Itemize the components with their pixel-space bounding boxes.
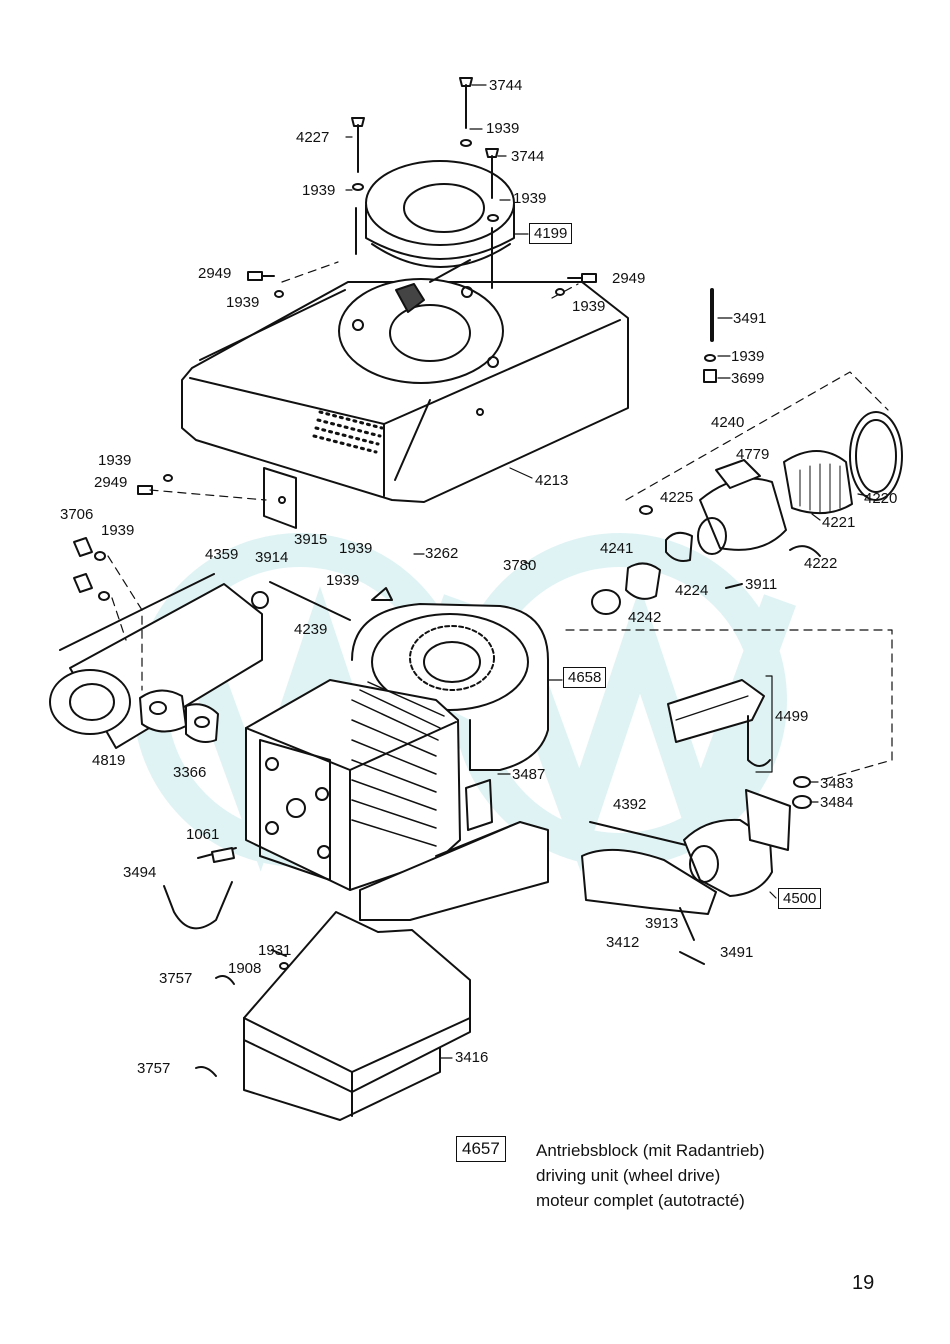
part-label-4242: 4242 xyxy=(628,609,662,626)
part-label-2949: 2949 xyxy=(198,265,232,282)
part-label-1939: 1939 xyxy=(101,522,135,539)
part-label-4213: 4213 xyxy=(535,472,569,489)
part-label-1939: 1939 xyxy=(302,182,336,199)
part-label-4221: 4221 xyxy=(822,514,856,531)
part-label-3491: 3491 xyxy=(733,310,767,327)
spark-plug-1061 xyxy=(163,847,237,930)
part-label-3494: 3494 xyxy=(123,864,157,881)
carburetor-4500 xyxy=(581,679,812,965)
part-label-4239: 4239 xyxy=(294,621,328,638)
part-label-3911: 3911 xyxy=(745,576,778,593)
muffler-4819 xyxy=(49,573,351,749)
part-label-3262: 3262 xyxy=(425,545,459,562)
air-filter-assembly-4240 xyxy=(591,288,903,615)
part-label-3366: 3366 xyxy=(173,764,207,781)
legend-line-french: moteur complet (autotracté) xyxy=(536,1191,745,1210)
part-label-3416: 3416 xyxy=(455,1049,489,1066)
legend-description: Antriebsblock (mit Radantrieb) driving u… xyxy=(536,1138,765,1213)
part-label-2949: 2949 xyxy=(612,270,646,287)
part-label-1939: 1939 xyxy=(486,120,520,137)
part-label-4199-boxed: 4199 xyxy=(529,223,573,244)
part-label-3491: 3491 xyxy=(720,944,754,961)
part-label-3744: 3744 xyxy=(489,77,523,94)
legend-code-box: 4657 xyxy=(456,1136,506,1162)
leader-lines xyxy=(345,84,869,1059)
part-label-3780: 3780 xyxy=(503,557,537,574)
rotary-screen-4199 xyxy=(365,160,515,313)
legend-line-english: driving unit (wheel drive) xyxy=(536,1166,721,1185)
part-label-3699: 3699 xyxy=(731,370,765,387)
part-label-1939: 1939 xyxy=(513,190,547,207)
part-label-1939: 1939 xyxy=(98,452,132,469)
part-label-1939: 1939 xyxy=(339,540,373,557)
exhaust-nuts xyxy=(73,474,173,601)
part-label-4222: 4222 xyxy=(804,555,838,572)
part-label-3706: 3706 xyxy=(60,506,94,523)
part-label-1939: 1939 xyxy=(572,298,606,315)
part-label-4819: 4819 xyxy=(92,752,126,769)
part-label-1939: 1939 xyxy=(731,348,765,365)
part-label-3914: 3914 xyxy=(255,549,289,566)
part-label-4392: 4392 xyxy=(613,796,647,813)
engine-cylinder xyxy=(245,679,549,921)
part-label-4500-boxed: 4500 xyxy=(778,888,822,909)
part-label-4499: 4499 xyxy=(775,708,809,725)
top-bolts xyxy=(247,77,597,298)
part-label-1908: 1908 xyxy=(228,960,262,977)
part-label-4225: 4225 xyxy=(660,489,694,506)
part-label-4224: 4224 xyxy=(675,582,709,599)
part-label-4220: 4220 xyxy=(864,490,898,507)
part-label-4241: 4241 xyxy=(600,540,634,557)
part-label-3412: 3412 xyxy=(606,934,640,951)
page-number: 19 xyxy=(852,1272,875,1294)
belt-cover-3416 xyxy=(195,911,471,1121)
part-label-3757: 3757 xyxy=(137,1060,171,1077)
part-label-3913: 3913 xyxy=(645,915,679,932)
part-label-3483: 3483 xyxy=(820,775,854,792)
part-label-1061: 1061 xyxy=(186,826,220,843)
part-label-1931: 1931 xyxy=(258,942,292,959)
guide-lines xyxy=(107,261,893,781)
part-label-3744: 3744 xyxy=(511,148,545,165)
part-label-4227: 4227 xyxy=(296,129,330,146)
part-label-4658-boxed: 4658 xyxy=(563,667,607,688)
air-shroud-4213 xyxy=(181,278,629,529)
part-label-3487: 3487 xyxy=(512,766,546,783)
part-label-2949: 2949 xyxy=(94,474,128,491)
part-label-1939: 1939 xyxy=(226,294,260,311)
part-label-4779: 4779 xyxy=(736,446,770,463)
part-label-3484: 3484 xyxy=(820,794,854,811)
part-label-3757: 3757 xyxy=(159,970,193,987)
part-label-4240: 4240 xyxy=(711,414,745,431)
part-label-4359: 4359 xyxy=(205,546,239,563)
part-label-3915: 3915 xyxy=(294,531,328,548)
part-label-1939: 1939 xyxy=(326,572,360,589)
legend-line-german: Antriebsblock (mit Radantrieb) xyxy=(536,1141,765,1160)
blower-housing-4658 xyxy=(351,587,549,771)
